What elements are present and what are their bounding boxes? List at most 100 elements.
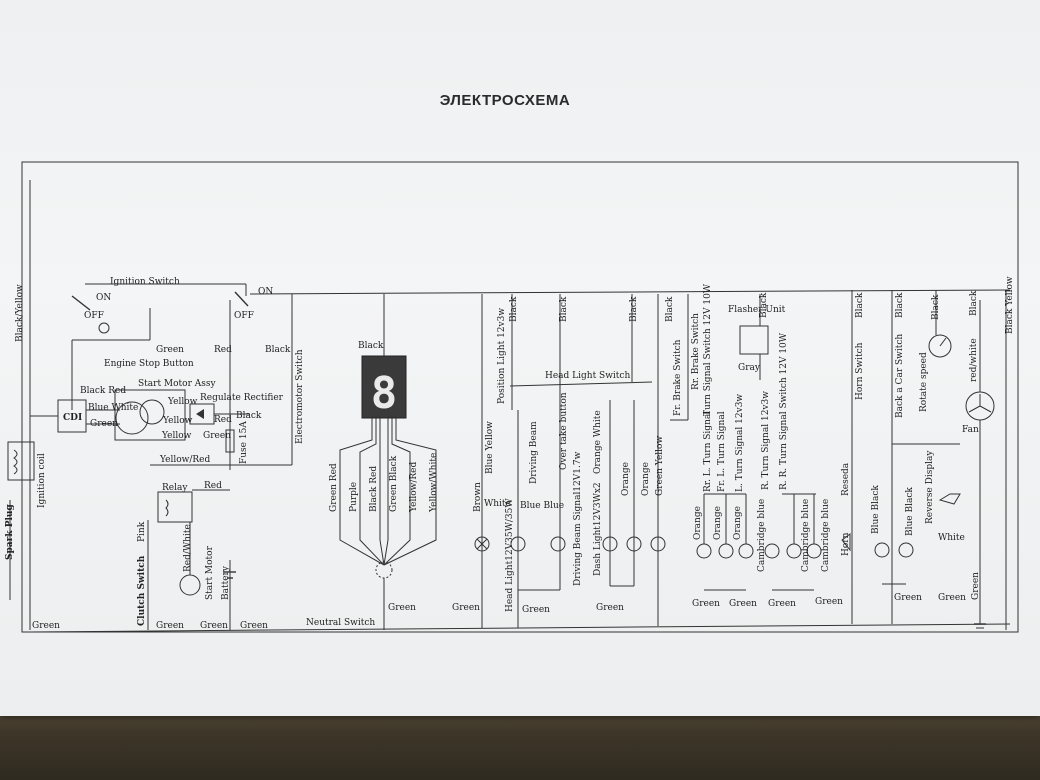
label-green-dash: Green: [596, 603, 624, 613]
label-black-pos: Black: [509, 296, 519, 322]
label-black-fr: Black: [629, 296, 639, 322]
label-black-yellow-left: Black/Yellow: [15, 284, 25, 342]
display-wire4: [383, 418, 389, 566]
flasher-unit: [739, 325, 769, 355]
ground-bus: [29, 623, 1011, 633]
label-turn-signal-switch: Turn Signal Switch 12V 10W: [703, 283, 713, 416]
display-wire1: [339, 418, 385, 566]
label-green-yellow: Green Yellow: [655, 436, 665, 496]
engine-stop-button: [98, 322, 110, 334]
label-r-turn-signal: R. Turn Signal 12v3w: [761, 391, 771, 490]
reverse-buzzer: [938, 493, 961, 505]
label-yellow-red: Yellow/Red: [159, 455, 210, 465]
schematic-paper: [0, 0, 1040, 716]
label-green-drive: Green: [522, 605, 550, 615]
label-purple: Purple: [349, 482, 359, 512]
label-driving-beam: Driving Beam: [529, 421, 539, 484]
label-clutch-switch: Clutch Switch: [137, 555, 147, 626]
label-blue-blue: Blue Blue: [520, 501, 564, 511]
label-over-take: Over take button: [559, 392, 569, 470]
label-on2: ON: [258, 287, 273, 297]
label-position-light: Position Light 12v3w: [497, 308, 507, 404]
label-white-head: White: [484, 499, 511, 509]
display-wire6: [383, 418, 437, 566]
label-black-red2: Black Red: [369, 466, 379, 512]
label-green-red: Green Red: [329, 463, 339, 512]
label-black-rr: Black: [665, 296, 675, 322]
head-lamp2: [510, 536, 526, 552]
label-cambridge-blue1: Cambridge blue: [757, 499, 767, 572]
label-black2: Black: [236, 411, 262, 421]
diode-symbol: [196, 409, 204, 419]
label-flasher-unit: Flasher Unit: [728, 305, 786, 315]
label-red-white: Red/White: [183, 524, 193, 572]
label-battery: Battery: [221, 565, 231, 600]
display-wire5: [383, 418, 411, 566]
label-red1: Red: [214, 345, 232, 355]
label-green-b3: Green: [200, 621, 228, 631]
stator-coil2: [139, 399, 165, 425]
label-r-r-turn-switch: R. R. Turn Signal Switch 12V 10W: [779, 332, 789, 490]
reverse-lamp2: [898, 542, 914, 558]
head-lamp1-x2: [476, 538, 488, 550]
display-wire3: [379, 418, 385, 566]
label-regulate-rectifier: Regulate Rectifier: [200, 393, 284, 403]
rotate-speed-gauge: [928, 334, 952, 358]
label-spark-plug: Spark Plug: [5, 504, 15, 560]
label-yellow-red2: Yellow/Red: [409, 462, 419, 513]
label-horn-switch: Horn Switch: [855, 342, 865, 400]
label-yellow3: Yellow: [161, 431, 192, 441]
diagram-frame: [21, 161, 1019, 633]
ignition-switch-contact: [71, 295, 91, 311]
label-cambridge-blue3: Cambridge blue: [821, 499, 831, 572]
label-rr-brake: Rr. Brake Switch: [691, 313, 701, 390]
label-green-right: Green: [971, 572, 981, 600]
driving-beam-signal-lamp: [550, 536, 566, 552]
label-black-yellow-right: Black Yellow: [1005, 276, 1015, 334]
label-green-b1: Green: [32, 621, 60, 631]
label-orange5: Orange: [733, 506, 743, 540]
label-white-rev: White: [938, 533, 965, 543]
label-l-turn-signal: L. Turn Signal 12v3w: [735, 394, 745, 492]
label-brown: Brown: [473, 482, 483, 512]
label-off1: OFF: [84, 311, 104, 321]
label-fuse: Fuse 15A: [239, 421, 249, 464]
label-driving-beam-signal: Driving Beam Signal12V1.7w: [573, 451, 583, 586]
label-black-fan: Black: [969, 290, 979, 316]
label-green-estop: Green: [156, 345, 184, 355]
label-off2: OFF: [234, 311, 254, 321]
label-reverse-display: Reverse Display: [925, 450, 935, 524]
label-yellow2: Yellow: [162, 416, 193, 426]
label-blue-black1: Blue Black: [871, 485, 881, 534]
label-black-rotate: Black: [931, 294, 941, 320]
label-green-neutral: Green: [388, 603, 416, 613]
label-green-rev2: Green: [938, 593, 966, 603]
label-green-black: Green Black: [389, 455, 399, 512]
label-cdi: CDI: [63, 413, 82, 423]
label-back-car-switch: Back a Car Switch: [895, 334, 905, 418]
label-yellow-white: Yellow/White: [429, 453, 439, 513]
label-neutral-switch: Neutral Switch: [306, 618, 375, 628]
ignition-switch-contact2: [234, 291, 249, 307]
label-green-t2: Green: [729, 599, 757, 609]
label-green-t3: Green: [768, 599, 796, 609]
power-bus: [249, 289, 1011, 295]
label-fr-l-turn: Fr. L. Turn Signal: [717, 411, 727, 492]
label-reseda: Reseda: [841, 462, 851, 496]
label-relay: Relay: [162, 483, 188, 493]
label-start-motor: Start Motor: [205, 545, 215, 600]
label-red-white-fan: red/white: [969, 338, 979, 382]
label-rotate-speed: Rotate speed: [919, 352, 929, 412]
label-fan: Fan: [962, 425, 979, 435]
label-green-rev: Green: [894, 593, 922, 603]
label-orange-white: Orange White: [593, 410, 603, 474]
turn-lamp5: [786, 543, 802, 559]
head-light-switch-line: [509, 381, 653, 387]
display-wire2: [359, 418, 385, 566]
head-lamp1: [474, 536, 490, 552]
label-rr-l-turn: Rr. L. Turn Signal: [703, 411, 713, 492]
label-green-b2: Green: [156, 621, 184, 631]
label-black-flasher: Black: [759, 292, 769, 318]
label-black-over: Black: [559, 296, 569, 322]
